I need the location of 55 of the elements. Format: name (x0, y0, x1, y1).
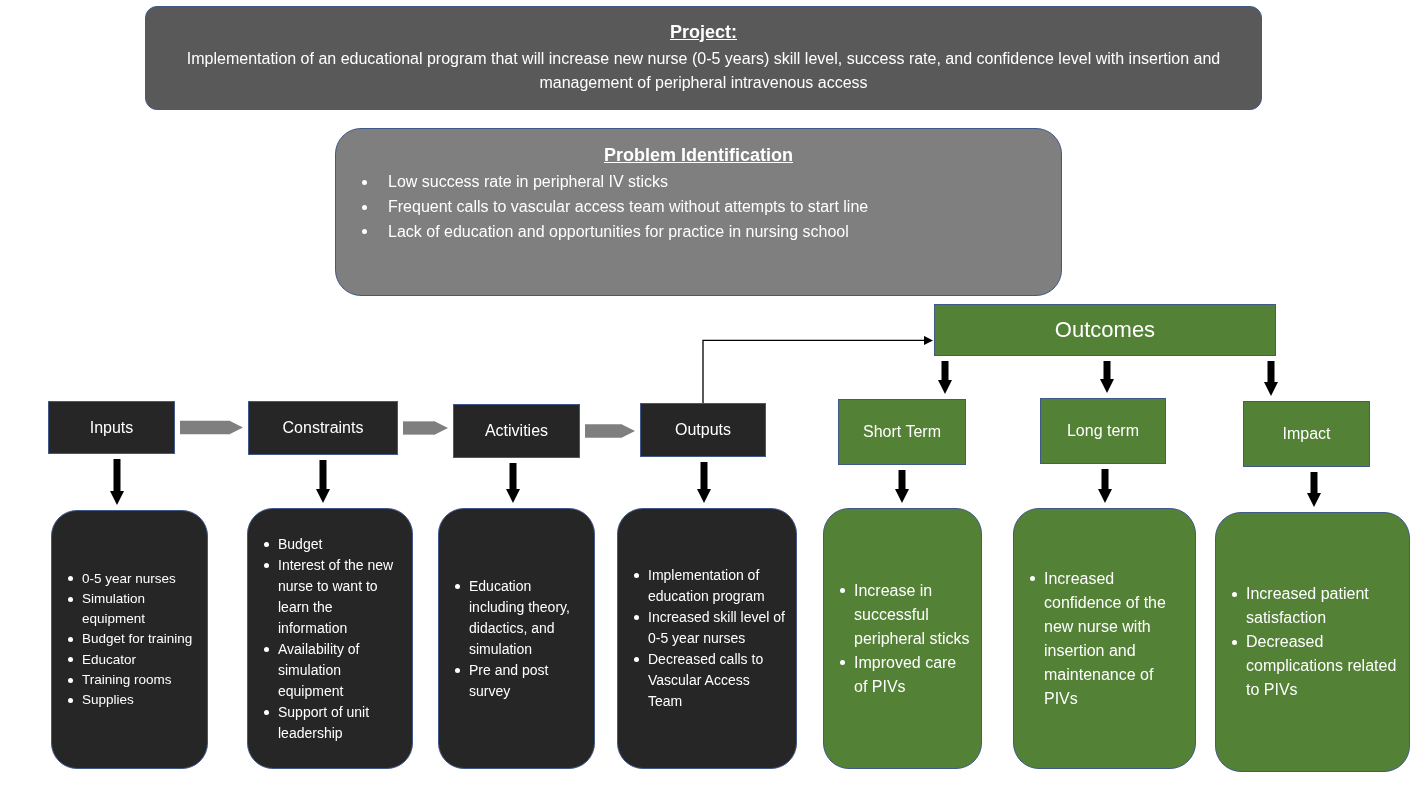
bullet-item: Availability of simulation equipment (278, 640, 360, 699)
title-box (145, 6, 1262, 110)
bullet-item: Decreased complications related to PIVs (1246, 633, 1397, 698)
bullet-item: Simulation equipment (82, 590, 146, 627)
stage-box (48, 401, 175, 454)
stage-label: Short Term (863, 423, 941, 441)
block-arrow (403, 421, 448, 435)
bullet-item: Budget (278, 535, 323, 552)
bullet-item: Pre and post survey (469, 661, 549, 699)
stage-box (934, 304, 1276, 356)
box-heading: Project: (670, 21, 737, 43)
stage-label: Impact (1282, 425, 1331, 443)
stage-box (1243, 401, 1370, 467)
box-text: Implementation of an educational program that will increase new nurse (0-5 years) skill level, success rate, and confidence level with insertion and management of peripheral intravenous access (185, 48, 1222, 93)
bullet-item: Low success rate in peripheral IV sticks (388, 173, 669, 190)
stage-label: Constraints (282, 419, 364, 437)
box-heading: Problem Identification (604, 145, 793, 166)
stage-box (838, 399, 966, 465)
bullet-item: Increased patient satisfaction (1246, 585, 1369, 626)
bullet-item: Support of unit leadership (278, 703, 370, 741)
bullet-item: Budget for training (82, 631, 193, 647)
bullet-list-box (1215, 512, 1410, 772)
bullet-item: Lack of education and opportunities for practice in nursing school (388, 222, 849, 240)
bullet-item: Decreased calls to Vascular Access Team (648, 651, 764, 709)
stage-box (1040, 398, 1166, 464)
bullet-item: Education including theory, didactics, and simulation (469, 577, 570, 657)
stage-label: Activities (484, 422, 549, 440)
bullet-item: Improved care of PIVs (854, 653, 957, 695)
bullet-item: Increase in successful peripheral sticks (854, 581, 970, 647)
stage-box (453, 404, 580, 458)
bullet-item: Implementation of education program (648, 567, 765, 604)
bullet-list-box (617, 508, 797, 769)
stage-box (640, 403, 766, 457)
bullet-list-box (1013, 508, 1196, 769)
bullet-item: Interest of the new nurse to want to learn the information (278, 556, 394, 636)
stage-label: Outputs (675, 421, 731, 439)
bullet-item: Supplies (82, 692, 134, 708)
bullet-item: 0-5 year nurses (82, 570, 176, 586)
bullet-item: Educator (82, 651, 137, 667)
bullet-item: Frequent calls to vascular access team without attempts to start line (388, 197, 869, 215)
bullet-list-box (438, 508, 595, 769)
stage-box (248, 401, 398, 455)
bullet-item: Increased skill level of 0-5 year nurses (648, 609, 785, 646)
arrow (702, 335, 933, 404)
bullet-list-box (51, 510, 208, 769)
bullet-list-box (823, 508, 982, 769)
bullet-list-box (247, 508, 413, 769)
stage-label: Inputs (89, 418, 134, 437)
block-arrow (180, 420, 243, 435)
problem-box (335, 128, 1062, 296)
stage-label: Long term (1066, 422, 1139, 440)
stage-label: Outcomes (1054, 317, 1156, 343)
bullet-item: Increased confidence of the new nurse with insertion and maintenance of PIVs (1044, 569, 1166, 707)
bullet-item: Training rooms (82, 671, 172, 687)
block-arrow (585, 424, 635, 438)
